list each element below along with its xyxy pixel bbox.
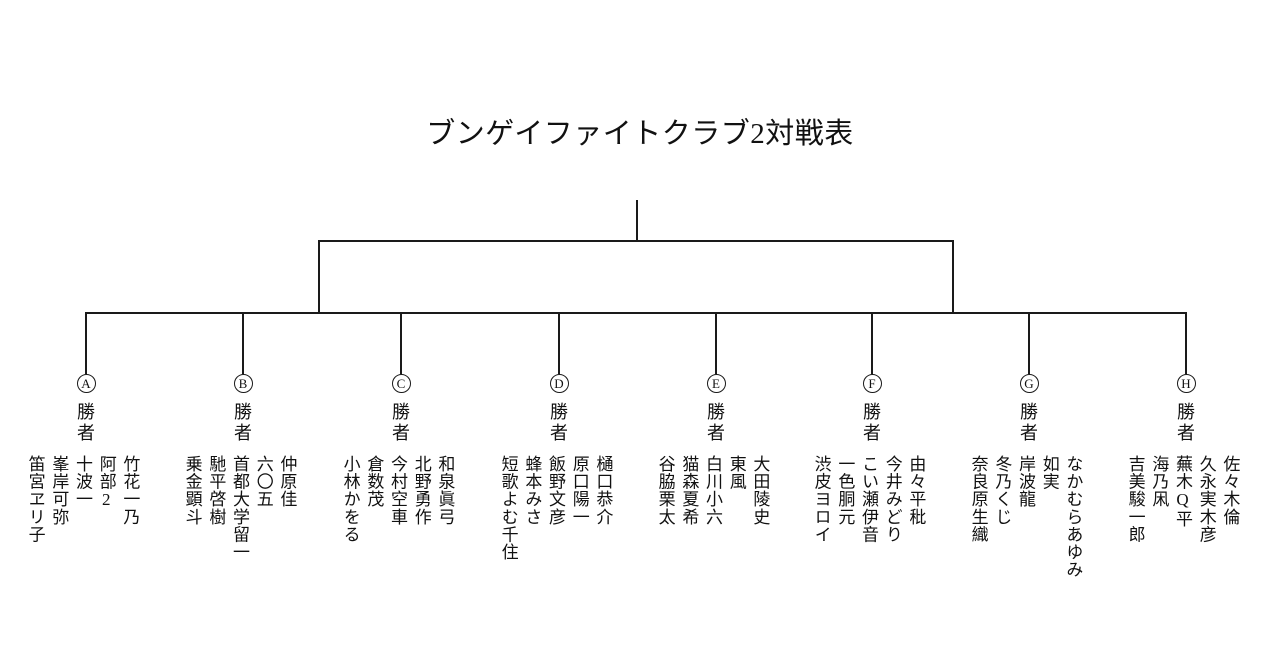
list-item: 短歌よむ千住: [498, 455, 518, 561]
group-drop-line-h: [1185, 312, 1187, 374]
group-names-a: 竹花一乃 阿部2 十波一 峯岸可弥 笛宮ヱリ子: [20, 455, 140, 543]
group-drop-line-g: [1028, 312, 1030, 374]
list-item: 海乃凩: [1149, 455, 1169, 508]
group-letter-a: A: [73, 373, 99, 395]
group-names-f: 由々平秕 今井みどり こい瀬伊音 一色胴元 渋皮ヨロイ: [806, 455, 926, 543]
list-item: 六〇五: [253, 455, 273, 508]
list-item: 久永実木彦: [1196, 455, 1216, 543]
list-item: 阿部2: [96, 455, 116, 510]
group-drop-line-a: [85, 312, 87, 374]
list-item: 吉美駿一郎: [1125, 455, 1145, 543]
list-item: 今村空車: [388, 455, 408, 526]
upper-right-drop-line: [952, 240, 954, 314]
group-letter-e: E: [703, 373, 729, 395]
group-winner-label-a: 勝者: [77, 402, 95, 443]
group-letter-f: F: [859, 373, 885, 395]
group-letter-d: D: [546, 373, 572, 395]
group-drop-line-b: [242, 312, 244, 374]
list-item: 奈良原生織: [968, 455, 988, 543]
list-item: 冬乃くじ: [992, 455, 1012, 526]
group-winner-label-f: 勝者: [863, 402, 881, 443]
list-item: 樋口恭介: [593, 455, 613, 526]
group-names-e: 大田陵史 東風 白川小六 猫森夏希 谷脇栗太: [650, 455, 770, 526]
upper-left-drop-line: [318, 240, 320, 314]
group-winner-label-g: 勝者: [1020, 402, 1038, 443]
champion-stem-line: [636, 200, 638, 241]
list-item: 如実: [1039, 455, 1059, 491]
group-letter-b: B: [230, 373, 256, 395]
list-item: 佐々木倫: [1220, 455, 1240, 526]
list-item: 和泉眞弓: [435, 455, 455, 526]
group-drop-line-c: [400, 312, 402, 374]
group-names-c: 和泉眞弓 北野勇作 今村空車 倉数茂 小林かをる: [335, 455, 455, 543]
group-letter-h: H: [1173, 373, 1199, 395]
main-rail-line: [85, 312, 1186, 314]
list-item: 峯岸可弥: [49, 455, 69, 526]
group-drop-line-d: [558, 312, 560, 374]
list-item: 白川小六: [703, 455, 723, 526]
group-drop-line-e: [715, 312, 717, 374]
group-winner-label-d: 勝者: [550, 402, 568, 443]
group-names-h: 佐々木倫 久永実木彦 蕪木Q平 海乃凩 吉美駿一郎: [1120, 455, 1240, 543]
group-names-g: なかむらあゆみ 如実 岸波龍 冬乃くじ 奈良原生織: [963, 455, 1083, 579]
list-item: 小林かをる: [340, 455, 360, 543]
list-item: 原口陽一: [569, 455, 589, 526]
group-drop-line-f: [871, 312, 873, 374]
list-item: 猫森夏希: [679, 455, 699, 526]
page-title: ブンゲイファイトクラブ2対戦表: [426, 118, 854, 150]
group-winner-label-h: 勝者: [1177, 402, 1195, 443]
list-item: 由々平秕: [906, 455, 926, 526]
list-item: 大田陵史: [750, 455, 770, 526]
group-winner-label-e: 勝者: [707, 402, 725, 443]
group-winner-label-b: 勝者: [234, 402, 252, 443]
list-item: 東風: [726, 455, 746, 491]
list-item: 乗金顕斗: [182, 455, 202, 526]
list-item: 飯野文彦: [546, 455, 566, 526]
list-item: 蕪木Q平: [1173, 455, 1193, 528]
list-item: こい瀬伊音: [859, 455, 879, 543]
list-item: 蜂本みさ: [522, 455, 542, 526]
list-item: 十波一: [73, 455, 93, 508]
list-item: 谷脇栗太: [655, 455, 675, 526]
list-item: 北野勇作: [411, 455, 431, 526]
list-item: 仲原佳: [277, 455, 297, 508]
group-names-b: 仲原佳 六〇五 首都大学留一 馳平啓樹 乗金顕斗: [177, 455, 297, 561]
group-winner-label-c: 勝者: [392, 402, 410, 443]
group-letter-g: G: [1016, 373, 1042, 395]
list-item: 一色胴元: [835, 455, 855, 526]
group-names-d: 樋口恭介 原口陽一 飯野文彦 蜂本みさ 短歌よむ千住: [493, 455, 613, 561]
list-item: 笛宮ヱリ子: [25, 455, 45, 543]
list-item: 渋皮ヨロイ: [811, 455, 831, 543]
list-item: 馳平啓樹: [206, 455, 226, 526]
list-item: 首都大学留一: [230, 455, 250, 561]
group-letter-c: C: [388, 373, 414, 395]
list-item: 今井みどり: [882, 455, 902, 543]
list-item: 竹花一乃: [120, 455, 140, 526]
list-item: 岸波龍: [1016, 455, 1036, 508]
list-item: 倉数茂: [364, 455, 384, 508]
list-item: なかむらあゆみ: [1063, 455, 1083, 579]
upper-connector-line: [318, 240, 954, 242]
